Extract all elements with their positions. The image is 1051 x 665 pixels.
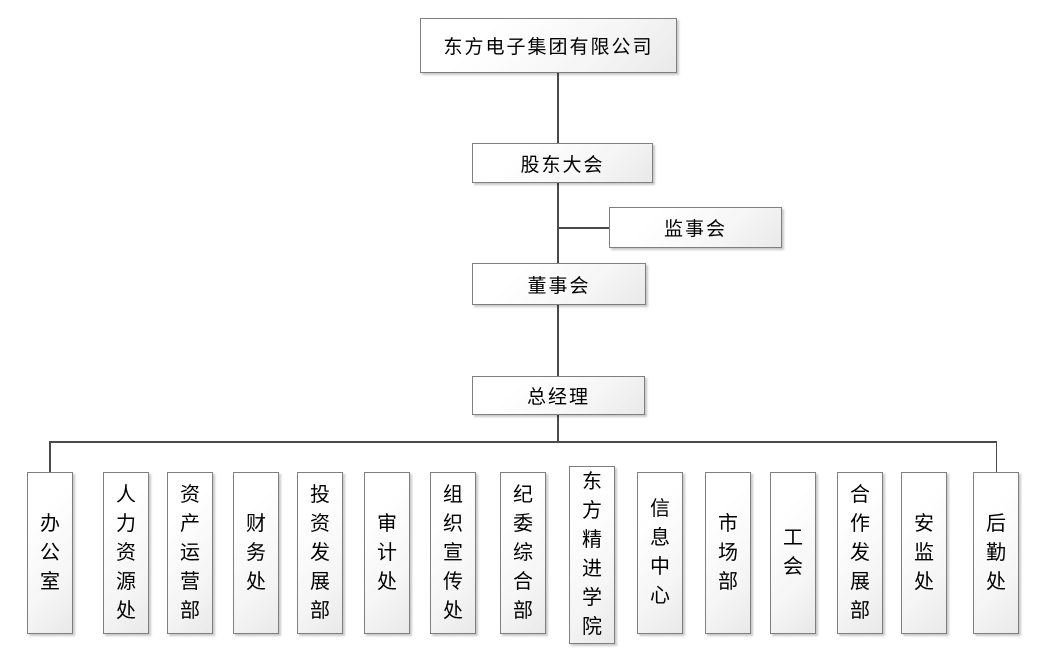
org-node-company-label: 东方电子集团有限公司 <box>443 37 654 58</box>
connector-company-shareholders <box>557 73 559 143</box>
connector-branch-supervisory <box>557 227 609 229</box>
dept-label: 人力资源处 <box>116 483 136 622</box>
dept-node-shichangbu: 市场部 <box>705 472 751 634</box>
dept-node-houqinchu: 后勤处 <box>973 472 1019 634</box>
dept-label: 投资发展部 <box>310 483 330 622</box>
dept-node-anjianchu: 安监处 <box>901 472 947 634</box>
dept-node-shenjichu: 审计处 <box>364 472 410 634</box>
connector-drop-left <box>49 441 51 472</box>
dept-node-bangongshi: 办公室 <box>27 472 73 634</box>
dept-node-caiwuchu: 财务处 <box>233 472 279 634</box>
dept-label: 组织宣传处 <box>443 483 463 622</box>
dept-node-zichanyunyingbu: 资产运营部 <box>167 472 213 634</box>
connector-shareholders-board <box>557 183 559 263</box>
dept-label: 审计处 <box>377 512 397 593</box>
org-node-gm: 总经理 <box>472 376 645 415</box>
dept-node-hezuofazhanbu: 合作发展部 <box>837 472 883 634</box>
org-node-shareholders: 股东大会 <box>472 143 653 183</box>
org-node-company: 东方电子集团有限公司 <box>420 18 677 73</box>
dept-label: 东方精进学院 <box>582 471 602 638</box>
dept-node-dongfangjingjinxueyuan: 东方精进学院 <box>569 466 615 644</box>
dept-label: 工会 <box>783 527 803 578</box>
dept-node-touzifazhanbu: 投资发展部 <box>297 472 343 634</box>
dept-label: 安监处 <box>914 512 934 593</box>
connector-gm-bus <box>557 415 559 442</box>
org-node-supervisory: 监事会 <box>609 207 782 248</box>
connector-board-gm <box>557 305 559 376</box>
dept-label: 合作发展部 <box>850 483 870 622</box>
dept-label: 市场部 <box>718 512 738 593</box>
org-node-board-label: 董事会 <box>527 275 591 297</box>
dept-node-zuzhixuanchuanchu: 组织宣传处 <box>430 472 476 634</box>
connector-drop-right <box>995 441 997 472</box>
dept-label: 信息中心 <box>650 498 670 607</box>
dept-label: 资产运营部 <box>180 483 200 622</box>
org-node-gm-label: 总经理 <box>526 387 590 408</box>
dept-node-gonghui: 工会 <box>770 472 816 634</box>
org-node-shareholders-label: 股东大会 <box>520 154 605 176</box>
dept-node-jiweizonghebu: 纪委综合部 <box>500 472 546 634</box>
dept-node-renliziyuanchu: 人力资源处 <box>103 472 149 634</box>
dept-node-xinxizhongxin: 信息中心 <box>637 472 683 634</box>
org-node-board: 董事会 <box>472 263 646 305</box>
dept-label: 办公室 <box>40 512 60 593</box>
dept-label: 纪委综合部 <box>513 483 533 622</box>
org-node-supervisory-label: 监事会 <box>663 219 727 240</box>
dept-label: 财务处 <box>246 512 266 593</box>
dept-label: 后勤处 <box>986 512 1006 593</box>
connector-bus-horizontal <box>49 441 997 443</box>
